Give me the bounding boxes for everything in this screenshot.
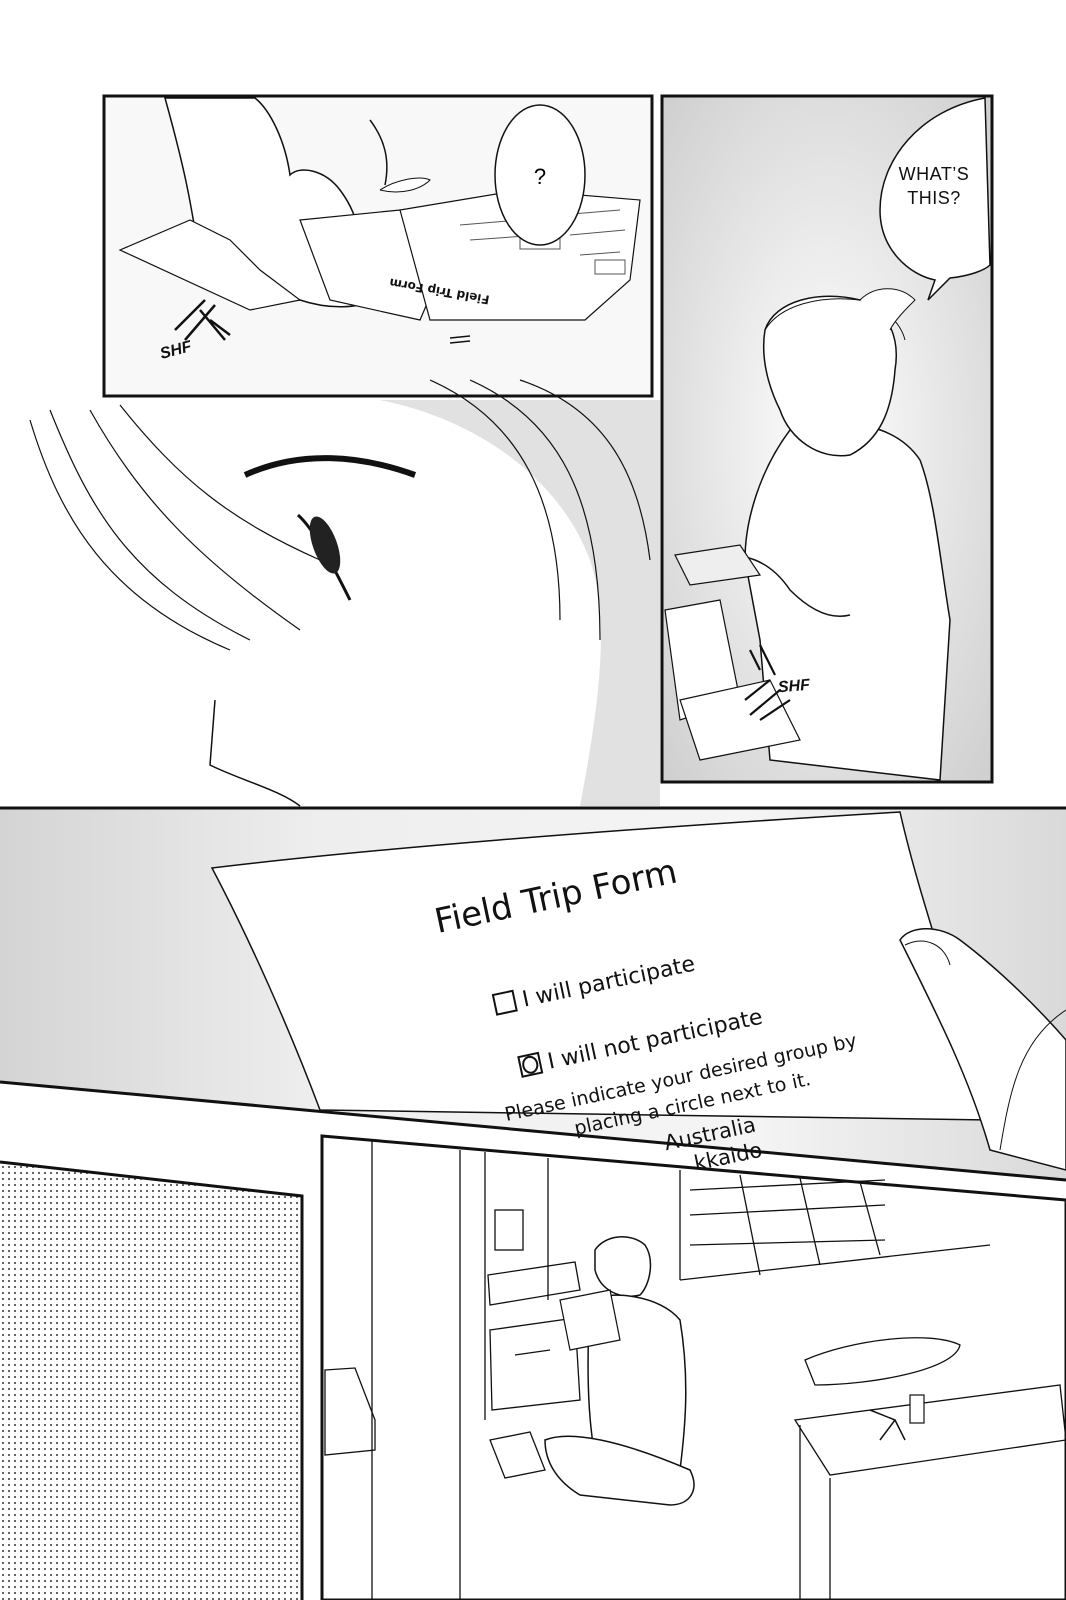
panel-1-balloon-text: ? — [534, 164, 546, 189]
panel-1-balloon — [494, 104, 586, 246]
panel-1: Field Trip Form ? — [102, 94, 654, 398]
not-participate-checkbox — [517, 1051, 544, 1078]
panel-2-balloon-text: WHAT’S THIS? — [884, 162, 984, 210]
balloon-line-1: WHAT’S — [898, 164, 970, 184]
panel-room — [320, 1134, 1066, 1600]
panel-face-closeup — [29, 379, 660, 807]
panel-2-balloon — [879, 97, 991, 301]
field-trip-form-paper — [210, 811, 991, 1121]
circle-mark-icon — [522, 1055, 539, 1074]
panel-screentone — [0, 1160, 304, 1600]
participate-checkbox — [491, 989, 518, 1016]
balloon-line-2: THIS? — [907, 188, 961, 208]
panel-2-sfx: SHF — [777, 676, 811, 697]
panel-2 — [660, 94, 994, 784]
panel-form-closeup: Field Trip Form I will participate I wil… — [0, 806, 1066, 1182]
